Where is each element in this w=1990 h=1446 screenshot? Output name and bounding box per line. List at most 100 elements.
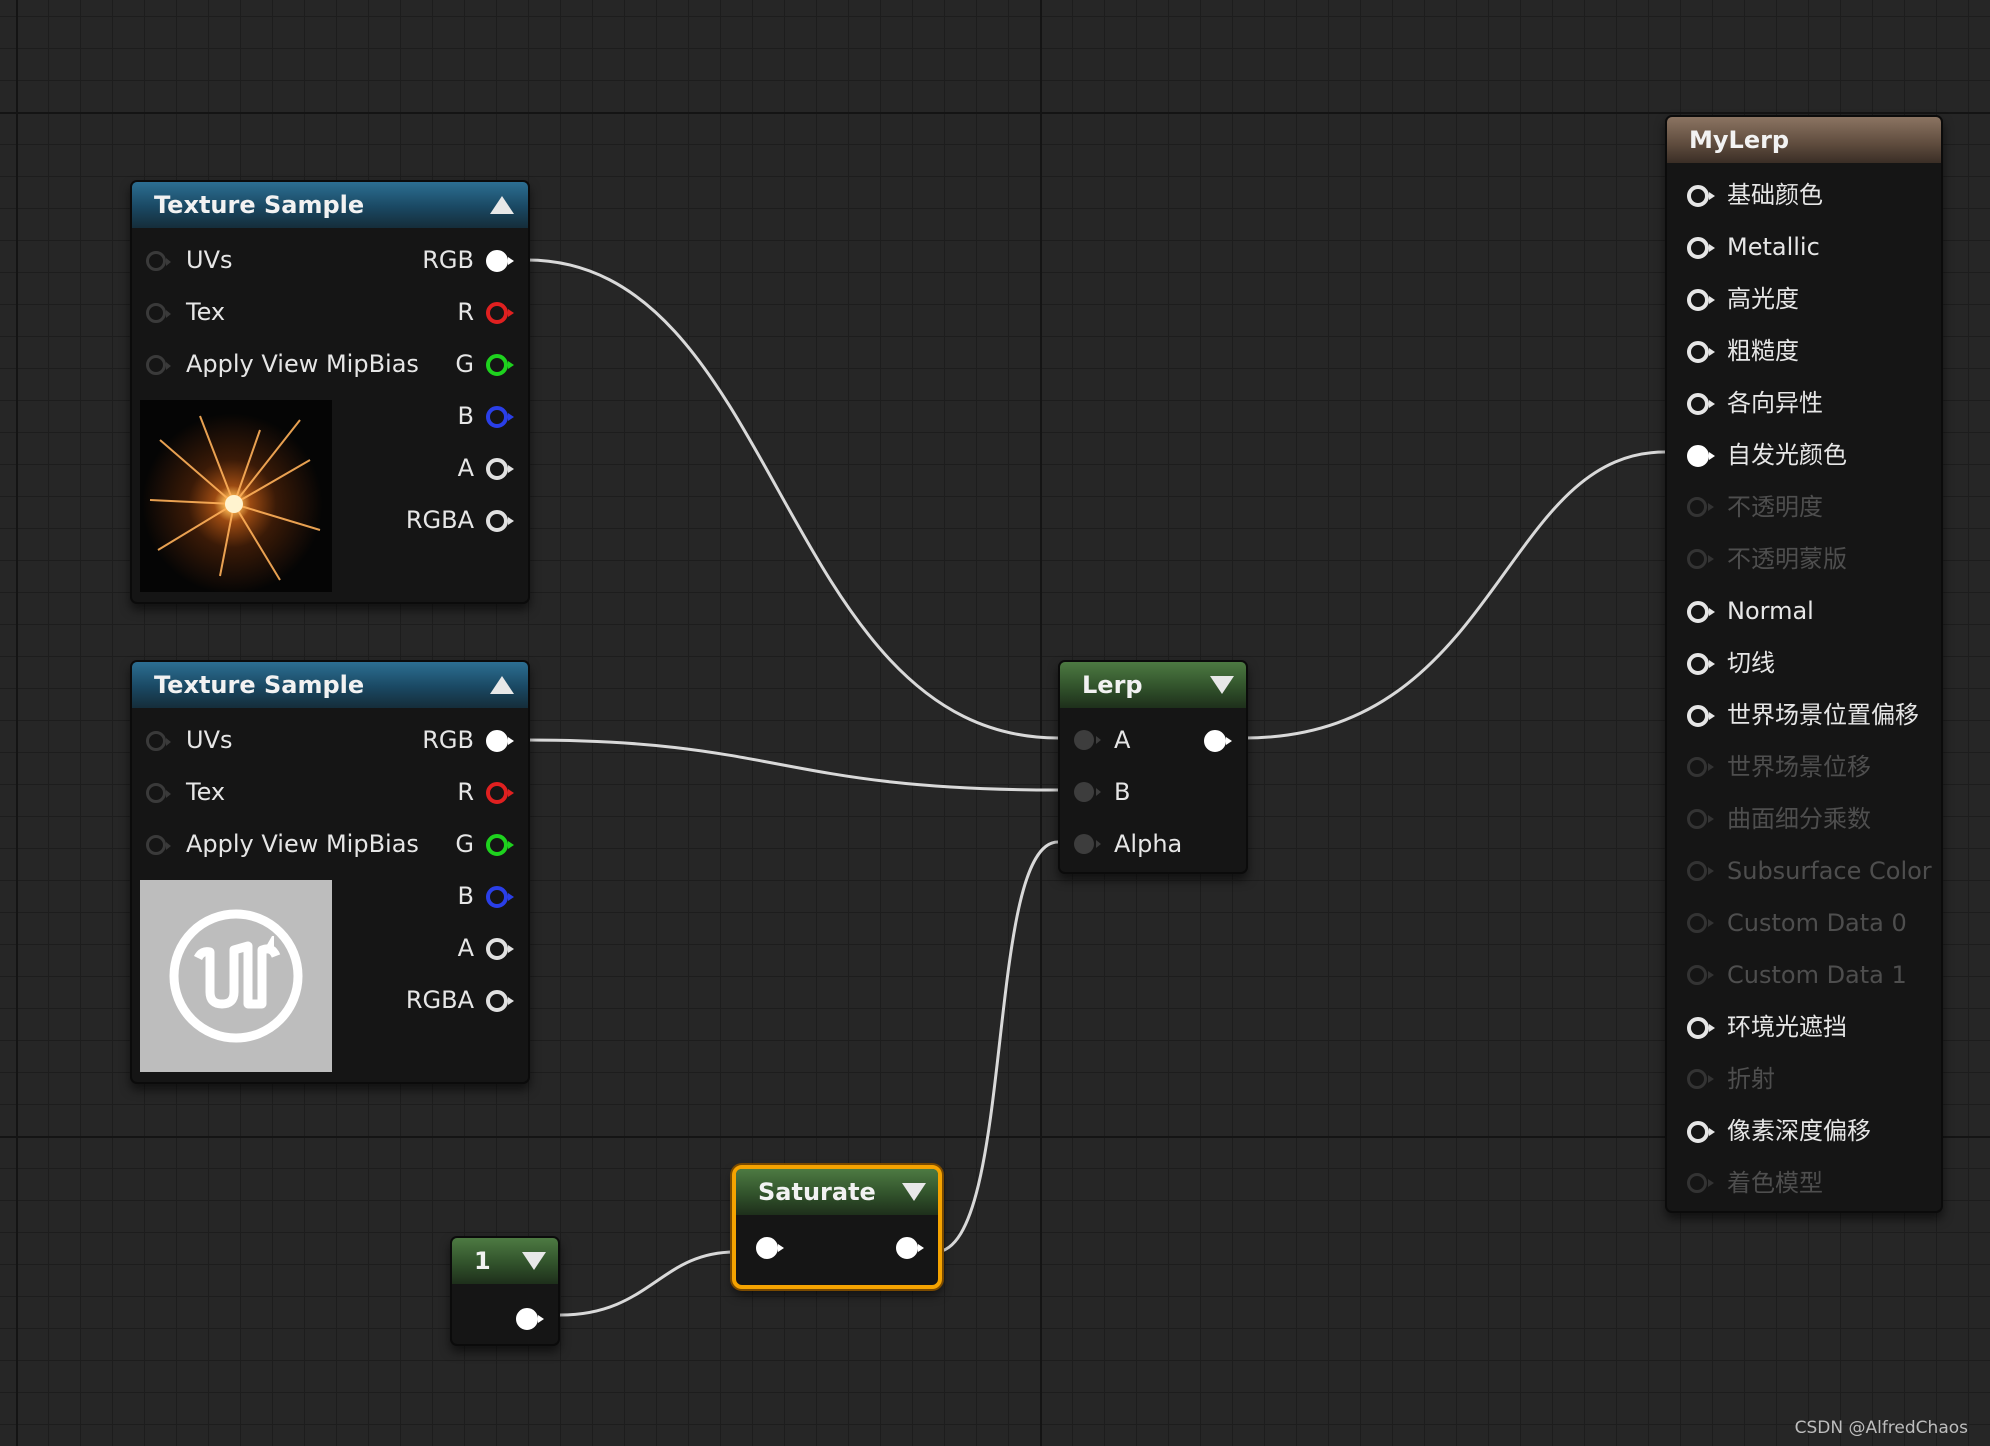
texture-sample-node-1[interactable]: Texture Sample UVs RGB Tex R Apply View …	[130, 180, 530, 604]
input-pin-tex[interactable]	[146, 303, 171, 323]
saturate-node[interactable]: Saturate	[732, 1165, 942, 1289]
expand-arrow-icon[interactable]	[1210, 676, 1234, 694]
output-pin-b[interactable]	[486, 886, 514, 908]
material-input-pin[interactable]	[1687, 965, 1714, 985]
pin-row: A	[132, 442, 528, 494]
pin-label-g: G	[455, 830, 474, 858]
lerp-node[interactable]: Lerp A B Alpha	[1058, 660, 1248, 874]
output-pin-value[interactable]	[516, 1308, 544, 1330]
material-input-pin[interactable]	[1687, 497, 1714, 517]
material-pin-row: 环境光遮挡	[1667, 1001, 1941, 1053]
pin-label-b: B	[1114, 778, 1131, 806]
input-pin-value[interactable]	[756, 1237, 784, 1259]
material-input-pin[interactable]	[1687, 757, 1714, 777]
output-pin-r[interactable]	[486, 302, 514, 324]
pin-label-apply-view-mipbias: Apply View MipBias	[186, 350, 419, 378]
pin-row: RGBA	[132, 974, 528, 1026]
texture-sample-header-1[interactable]: Texture Sample	[132, 182, 528, 228]
material-input-pin[interactable]	[1687, 913, 1714, 933]
unreal-logo-icon	[140, 880, 332, 1072]
pin-label-b: B	[457, 402, 474, 430]
output-pin-a[interactable]	[486, 938, 514, 960]
texture-sample-header-2[interactable]: Texture Sample	[132, 662, 528, 708]
material-pin-row: 粗糙度	[1667, 325, 1941, 377]
constant-node[interactable]: 1	[450, 1236, 560, 1346]
material-header[interactable]: MyLerp	[1667, 117, 1941, 163]
pin-label-r: R	[457, 298, 474, 326]
material-pin-label: 基础颜色	[1727, 181, 1823, 209]
pin-label-rgb: RGB	[422, 246, 474, 274]
material-pin-label: 环境光遮挡	[1727, 1013, 1847, 1041]
material-pin-label: 高光度	[1727, 285, 1799, 313]
unreal-logo-drawing	[169, 909, 303, 1043]
output-pin-r[interactable]	[486, 782, 514, 804]
material-input-pin[interactable]	[1687, 289, 1715, 311]
material-input-pin[interactable]	[1687, 185, 1715, 207]
output-pin-g[interactable]	[486, 834, 514, 856]
pin-row: RGBA	[132, 494, 528, 546]
lerp-header[interactable]: Lerp	[1060, 662, 1246, 708]
material-pin-row: Normal	[1667, 585, 1941, 637]
material-input-pin[interactable]	[1687, 549, 1714, 569]
collapse-arrow-icon[interactable]	[490, 196, 514, 214]
output-pin-rgb[interactable]	[486, 250, 514, 272]
output-pin-a[interactable]	[486, 458, 514, 480]
material-input-pin[interactable]	[1687, 341, 1715, 363]
saturate-header[interactable]: Saturate	[736, 1169, 938, 1215]
input-pin-b[interactable]	[1074, 782, 1101, 802]
material-pin-row: Custom Data 1	[1667, 949, 1941, 1001]
material-input-pin[interactable]	[1687, 705, 1715, 727]
material-input-pin[interactable]	[1687, 237, 1715, 259]
input-pin-uvs[interactable]	[146, 251, 171, 271]
node-title: Lerp	[1082, 671, 1143, 699]
material-pin-row: 曲面细分乘数	[1667, 793, 1941, 845]
texture-sample-node-2[interactable]: Texture Sample UVs RGB Tex R Apply View …	[130, 660, 530, 1084]
material-pin-row: Subsurface Color	[1667, 845, 1941, 897]
expand-arrow-icon[interactable]	[522, 1252, 546, 1270]
material-input-pin[interactable]	[1687, 393, 1715, 415]
material-pin-row: 切线	[1667, 637, 1941, 689]
pin-row: A	[1060, 714, 1246, 766]
expand-arrow-icon[interactable]	[902, 1183, 926, 1201]
material-input-pin[interactable]	[1687, 861, 1714, 881]
input-pin-apply-view-mipbias[interactable]	[146, 355, 171, 375]
material-pin-row: Custom Data 0	[1667, 897, 1941, 949]
output-pin-rgba[interactable]	[486, 510, 514, 532]
material-input-pin[interactable]	[1687, 653, 1715, 675]
wire-constant-to-saturate	[559, 1250, 736, 1317]
input-pin-alpha[interactable]	[1074, 834, 1101, 854]
material-input-pin[interactable]	[1687, 1173, 1714, 1193]
output-pin-g[interactable]	[486, 354, 514, 376]
collapse-arrow-icon[interactable]	[490, 676, 514, 694]
pin-row: B	[132, 870, 528, 922]
constant-header[interactable]: 1	[452, 1238, 558, 1284]
material-pin-label: Subsurface Color	[1727, 857, 1932, 885]
material-pin-label: 不透明蒙版	[1727, 545, 1847, 573]
material-input-pin[interactable]	[1687, 601, 1715, 623]
output-pin-rgba[interactable]	[486, 990, 514, 1012]
output-pin-rgb[interactable]	[486, 730, 514, 752]
output-pin-b[interactable]	[486, 406, 514, 428]
material-pin-label: Custom Data 1	[1727, 961, 1907, 989]
material-pin-label: 折射	[1727, 1065, 1775, 1093]
material-input-pin[interactable]	[1687, 809, 1714, 829]
wire-ts1-rgb-to-lerp-a	[526, 258, 1059, 740]
material-input-pin[interactable]	[1687, 1017, 1715, 1039]
pin-label-tex: Tex	[186, 778, 226, 806]
input-pin-tex[interactable]	[146, 783, 171, 803]
pin-label-alpha: Alpha	[1114, 830, 1183, 858]
material-pin-row: 世界场景位移	[1667, 741, 1941, 793]
output-pin-result[interactable]	[1204, 730, 1232, 752]
output-pin-result[interactable]	[896, 1237, 924, 1259]
input-pin-a[interactable]	[1074, 730, 1101, 750]
material-pin-row: 世界场景位置偏移	[1667, 689, 1941, 741]
input-pin-uvs[interactable]	[146, 731, 171, 751]
material-input-pin[interactable]	[1687, 1069, 1714, 1089]
input-pin-apply-view-mipbias[interactable]	[146, 835, 171, 855]
node-title: Texture Sample	[154, 191, 365, 219]
material-input-pin[interactable]	[1687, 1121, 1715, 1143]
sparks-drawing	[149, 415, 321, 581]
pin-label-tex: Tex	[186, 298, 226, 326]
material-input-pin[interactable]	[1687, 445, 1715, 467]
